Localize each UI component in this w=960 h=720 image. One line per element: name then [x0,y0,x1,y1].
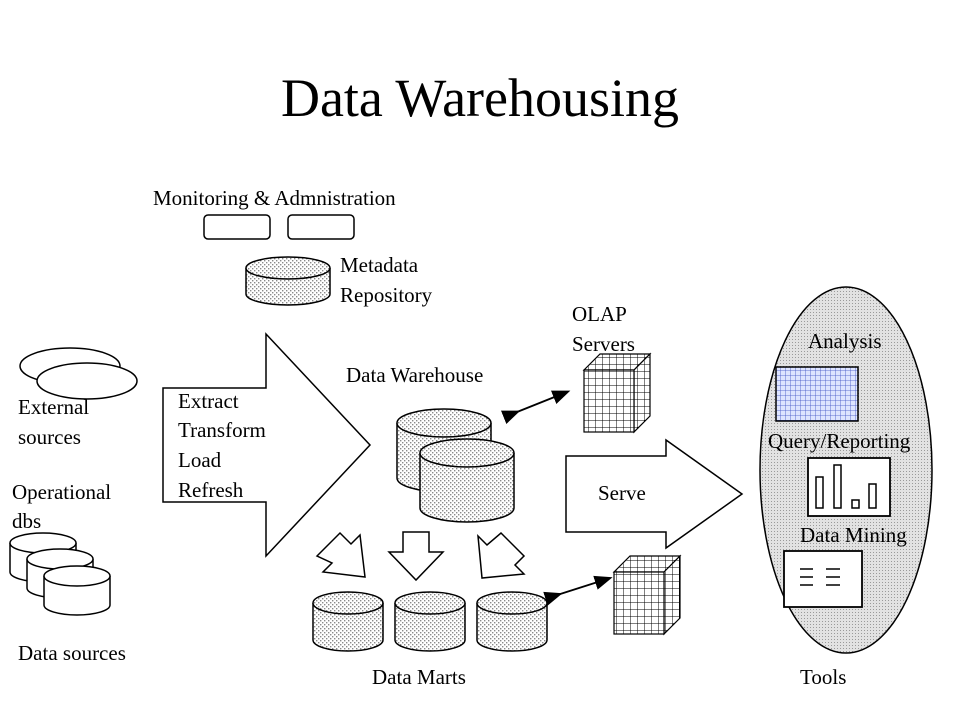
data-sources-label: Data sources [18,641,126,665]
olap-label: OLAP [572,302,627,326]
servers-label: Servers [572,332,635,356]
operational-label: Operational [12,480,111,504]
tools-label: Tools [800,665,846,689]
mart-arrow-middle [387,531,445,582]
data-warehouse-cylinders [396,408,515,523]
analysis-label: Analysis [808,329,882,353]
bar-chart-icon [807,457,891,517]
external-sources-icon [19,347,138,400]
analysis-grid-icon [775,366,859,422]
dbs-label: dbs [12,509,41,533]
serve-label: Serve [598,481,646,505]
monitoring-box-1 [203,214,271,240]
query-reporting-label: Query/Reporting [768,429,911,453]
warehouse-olap-arrow [500,390,571,425]
etl-arrow [162,332,372,558]
monitoring-box-2 [287,214,355,240]
monitoring-group: Monitoring & Admnistration [153,186,396,240]
metadata-label: Metadata [340,253,419,277]
mart-arrow-left [315,531,366,578]
olap-cube-bottom [612,554,682,636]
metadata-repository-cylinder [245,256,331,306]
external-label: External [18,395,89,419]
etl-transform-label: Transform [178,418,266,442]
serve-arrow [565,438,744,550]
olap-cube-top [582,352,652,434]
operational-dbs-cylinders [9,532,111,616]
page-title: Data Warehousing [280,68,680,128]
mart-arrow-right [477,531,526,579]
data-marts-label: Data Marts [372,665,466,689]
etl-refresh-label: Refresh [178,478,244,502]
repository-label: Repository [340,283,433,307]
data-warehouse-label: Data Warehouse [346,363,483,387]
etl-load-label: Load [178,448,222,472]
document-list-icon [783,550,863,608]
data-mining-label: Data Mining [800,523,907,547]
monitoring-label: Monitoring & Admnistration [153,186,396,210]
marts-olap-arrow [543,575,613,606]
sources-label: sources [18,425,81,449]
etl-extract-label: Extract [178,389,239,413]
data-marts-cylinders [312,591,548,652]
